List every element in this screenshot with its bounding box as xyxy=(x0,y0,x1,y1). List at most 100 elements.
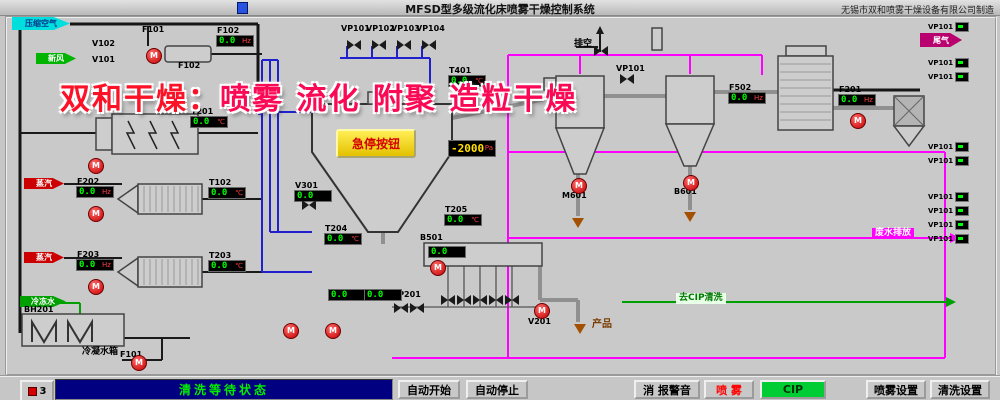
flow-arrow-压缩空气: 压缩空气 xyxy=(12,17,70,30)
label-冷凝水箱: 冷凝水箱 xyxy=(82,347,119,357)
emergency-stop-button[interactable]: 急停按钮 xyxy=(336,129,416,158)
vp-valve-label: VP101 xyxy=(928,22,954,31)
alarm-counter-value: 3 xyxy=(39,385,47,397)
readout-label: F202 xyxy=(77,177,100,186)
vp-valve-item[interactable]: VP101 xyxy=(928,22,970,32)
title-bar: MFSD型多级流化床喷雾干燥控制系统 无锡市双和喷雾干燥设备有限公司制造 xyxy=(0,0,1000,16)
pump-icon[interactable]: M xyxy=(88,279,104,295)
readout-0.0: 0.0 xyxy=(428,246,466,258)
readout-label: F502 xyxy=(729,83,752,92)
valve-icon[interactable] xyxy=(372,40,386,50)
pump-icon[interactable]: M xyxy=(430,260,446,276)
readout-value: 0.0 xyxy=(193,116,210,127)
alarm-counter-button[interactable]: 3 xyxy=(20,380,54,400)
valve-icon[interactable] xyxy=(457,295,471,305)
vp-valve-item[interactable]: VP101 xyxy=(928,220,970,230)
pump-icon[interactable]: M xyxy=(325,323,341,339)
flow-down-arrow-icon xyxy=(684,212,696,222)
readout-unit: ℃ xyxy=(351,234,359,243)
manufacturer-label: 无锡市双和喷雾干燥设备有限公司制造 xyxy=(840,6,994,16)
pump-icon[interactable]: M xyxy=(146,48,162,64)
pump-icon[interactable]: M xyxy=(683,175,699,191)
valve-icon[interactable] xyxy=(410,303,424,313)
valve-icon[interactable] xyxy=(422,40,436,50)
pump-icon[interactable]: M xyxy=(283,323,299,339)
valve-icon[interactable] xyxy=(505,295,519,305)
valve-icon[interactable] xyxy=(489,295,503,305)
readout-unit: Hz xyxy=(102,187,111,196)
pump-icon[interactable]: M xyxy=(88,158,104,174)
valve-icon[interactable] xyxy=(594,46,608,56)
pump-icon[interactable]: M xyxy=(571,178,587,194)
button-自动停止[interactable]: 自动停止 xyxy=(466,380,528,399)
readout-value: 0.0 xyxy=(367,289,384,300)
readout-label: T102 xyxy=(209,178,232,187)
button-喷雾[interactable]: 喷 雾 xyxy=(704,380,754,399)
label-VP101: VP101 xyxy=(616,64,645,73)
button-自动开始[interactable]: 自动开始 xyxy=(398,380,460,399)
valve-icon[interactable] xyxy=(473,295,487,305)
vp-valve-indicator xyxy=(955,206,970,216)
valve-icon[interactable] xyxy=(394,303,408,313)
vp-valve-item[interactable]: VP101 xyxy=(928,156,970,166)
flow-arrow-蒸汽: 蒸汽 xyxy=(24,178,64,189)
label-F102: F102 xyxy=(178,61,201,70)
flow-arrow-蒸汽: 蒸汽 xyxy=(24,252,64,263)
vp-valve-indicator xyxy=(955,220,970,230)
label-BH201: BH201 xyxy=(24,305,54,314)
status-banner: 清洗等待状态 xyxy=(55,379,393,400)
valve-icon[interactable] xyxy=(441,295,455,305)
readout-value: 0.0 xyxy=(219,35,236,46)
button-消报警音[interactable]: 消 报警音 xyxy=(634,380,700,399)
pump-icon[interactable]: M xyxy=(88,206,104,222)
vp-valve-label: VP101 xyxy=(928,192,954,201)
vp-valve-item[interactable]: VP101 xyxy=(928,72,970,82)
valve-icon[interactable] xyxy=(302,200,316,210)
valve-icon[interactable] xyxy=(347,40,361,50)
readout-unit: Pa xyxy=(484,144,493,152)
label-M601: M601 xyxy=(562,191,587,200)
vp-valve-label: VP101 xyxy=(928,142,954,151)
button-CIP[interactable]: CIP xyxy=(760,380,826,399)
valve-icon[interactable] xyxy=(397,40,411,50)
readout-unit: ℃ xyxy=(235,261,243,270)
readout-unit: ℃ xyxy=(235,188,243,197)
pump-icon[interactable]: M xyxy=(131,355,147,371)
vp-valve-indicator xyxy=(955,58,970,68)
vp-valve-item[interactable]: VP101 xyxy=(928,234,970,244)
alarm-indicator-icon xyxy=(27,386,37,396)
label-V101: V101 xyxy=(92,55,115,64)
pump-icon[interactable]: M xyxy=(850,113,866,129)
readout-0.0: 0.0 xyxy=(364,289,402,301)
button-喷雾设置[interactable]: 喷雾设置 xyxy=(866,380,926,399)
valve-icon[interactable] xyxy=(620,74,634,84)
readout-label: T203 xyxy=(209,251,232,260)
app-icon xyxy=(237,2,248,14)
readout-value: -2000 xyxy=(451,142,485,155)
readout-unit: Hz xyxy=(102,260,111,269)
vp-valve-item[interactable]: VP101 xyxy=(928,206,970,216)
vp-valve-item[interactable]: VP101 xyxy=(928,58,970,68)
label-去CIP清洗: 去CIP清洗 xyxy=(676,293,726,304)
label-排空: 排空 xyxy=(574,39,593,49)
button-清洗设置[interactable]: 清洗设置 xyxy=(930,380,990,399)
label-V102: V102 xyxy=(92,39,115,48)
vp-valve-indicator xyxy=(955,72,970,82)
readout-unit: ℃ xyxy=(217,117,225,126)
flow-arrow-尾气: 尾气 xyxy=(920,33,962,47)
label-B501: B501 xyxy=(420,233,443,242)
vp-valve-item[interactable]: VP101 xyxy=(928,142,970,152)
pump-icon[interactable]: M xyxy=(534,303,550,319)
readout-unit: Hz xyxy=(754,93,763,102)
vp-valve-item[interactable]: VP101 xyxy=(928,192,970,202)
readout-value: 0.0 xyxy=(211,187,228,198)
